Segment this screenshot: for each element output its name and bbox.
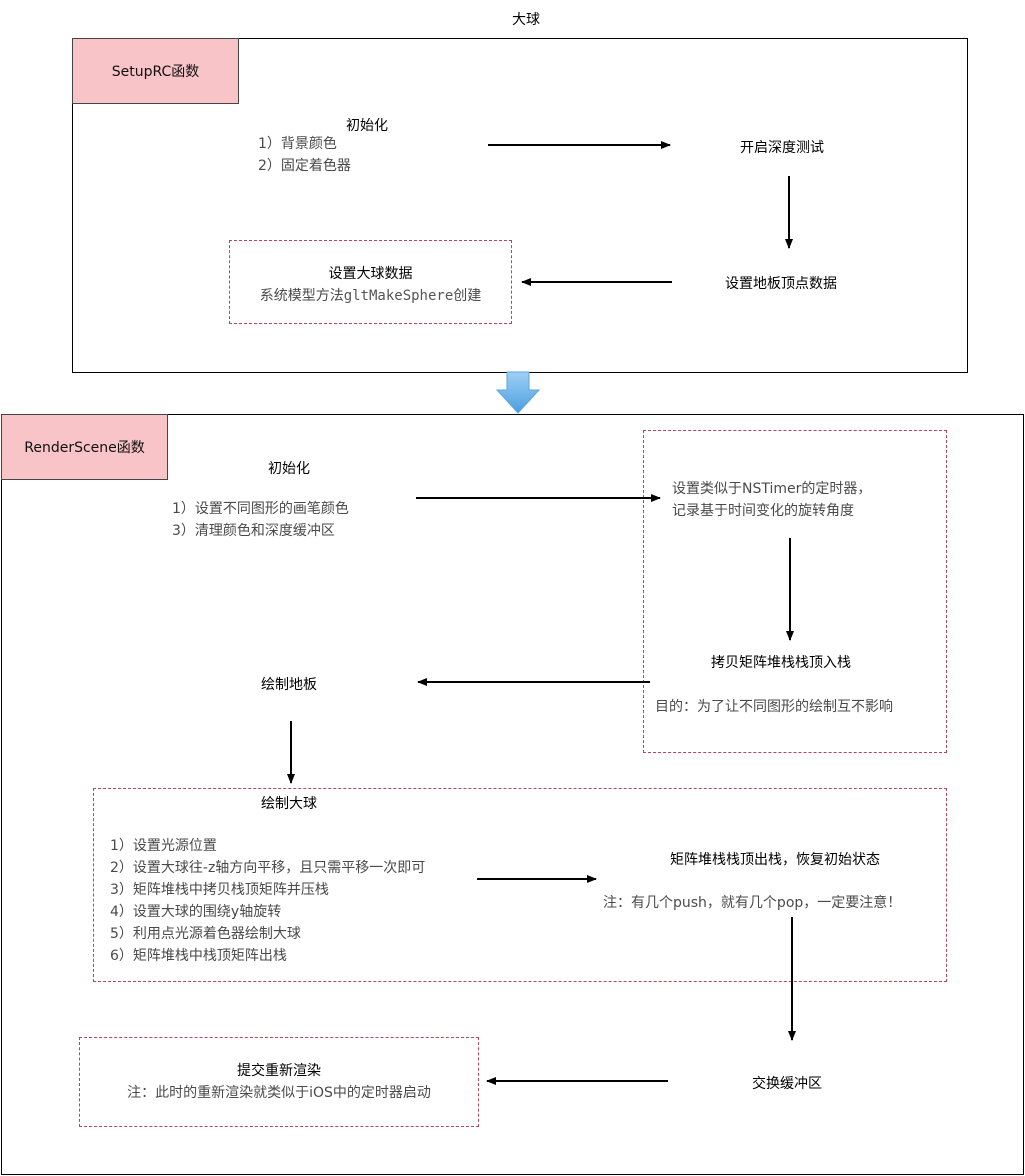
render-timer-text: 设置类似于NSTimer的定时器， 记录基于时间变化的旋转角度 [672,478,871,522]
render-submit-note: 注：此时的重新渲染就类似于iOS中的定时器启动 [127,1085,431,1101]
render-submit-box [79,1037,479,1127]
renderscene-section [1,414,1024,1175]
render-sphere-box [93,788,947,982]
render-timer-box [643,430,947,753]
render-pop-title: 矩阵堆栈栈顶出栈，恢复初始状态 [670,852,880,868]
section-connector-arrow [495,371,541,414]
sphere-desc-suffix: 创建 [453,288,482,304]
sphere-desc-prefix: 系统模型方法 [259,288,344,304]
render-submit-title: 提交重新渲染 [237,1063,321,1079]
render-sphere-item: 6）矩阵堆栈中栈顶矩阵出栈 [110,948,287,964]
render-push-title: 拷贝矩阵堆栈栈顶入栈 [711,655,851,671]
render-sphere-list: 1）设置光源位置 2）设置大球往-z轴方向平移，且只需平移一次即可 3）矩阵堆栈… [110,835,425,967]
render-sphere-item: 1）设置光源位置 [110,838,217,854]
render-sphere-item: 2）设置大球往-z轴方向平移，且只需平移一次即可 [110,860,426,876]
setup-init-item: 2）固定着色器 [258,158,351,174]
diagram-title: 大球 [512,12,540,28]
render-sphere-item: 5）利用点光源着色器绘制大球 [110,926,301,942]
render-draw-floor: 绘制地板 [261,677,317,693]
render-init-item: 1）设置不同图形的画笔颜色 [172,501,349,517]
render-sphere-title: 绘制大球 [261,796,317,812]
render-timer-line: 记录基于时间变化的旋转角度 [672,503,854,519]
setup-init-title: 初始化 [346,118,388,134]
render-timer-line: 设置类似于NSTimer的定时器， [672,481,872,497]
render-push-note: 目的：为了让不同图形的绘制互不影响 [655,699,893,715]
setup-sphere-title: 设置大球数据 [328,266,413,282]
sphere-desc-code: gltMakeSphere [343,288,454,304]
setuprc-tag: SetupRC函数 [72,38,239,104]
render-init-list: 1）设置不同图形的画笔颜色 3）清理颜色和深度缓冲区 [172,498,349,542]
render-pop-note: 注：有几个push，就有几个pop，一定要注意！ [603,895,902,911]
render-swap: 交换缓冲区 [752,1076,822,1092]
setup-init-list: 1）背景颜色 2）固定着色器 [258,133,351,177]
render-sphere-item: 4）设置大球的围绕y轴旋转 [110,904,282,920]
render-sphere-item: 3）矩阵堆栈中拷贝栈顶矩阵并压栈 [110,882,329,898]
setup-floor-vertex: 设置地板顶点数据 [725,276,837,292]
render-init-title: 初始化 [268,461,310,477]
renderscene-tag: RenderScene函数 [1,414,168,480]
setup-depth-test: 开启深度测试 [740,140,824,156]
setup-sphere-desc: 系统模型方法gltMakeSphere创建 [229,285,512,305]
setup-init-item: 1）背景颜色 [258,136,337,152]
setup-sphere-box [229,240,512,324]
render-init-item: 3）清理颜色和深度缓冲区 [172,523,335,539]
